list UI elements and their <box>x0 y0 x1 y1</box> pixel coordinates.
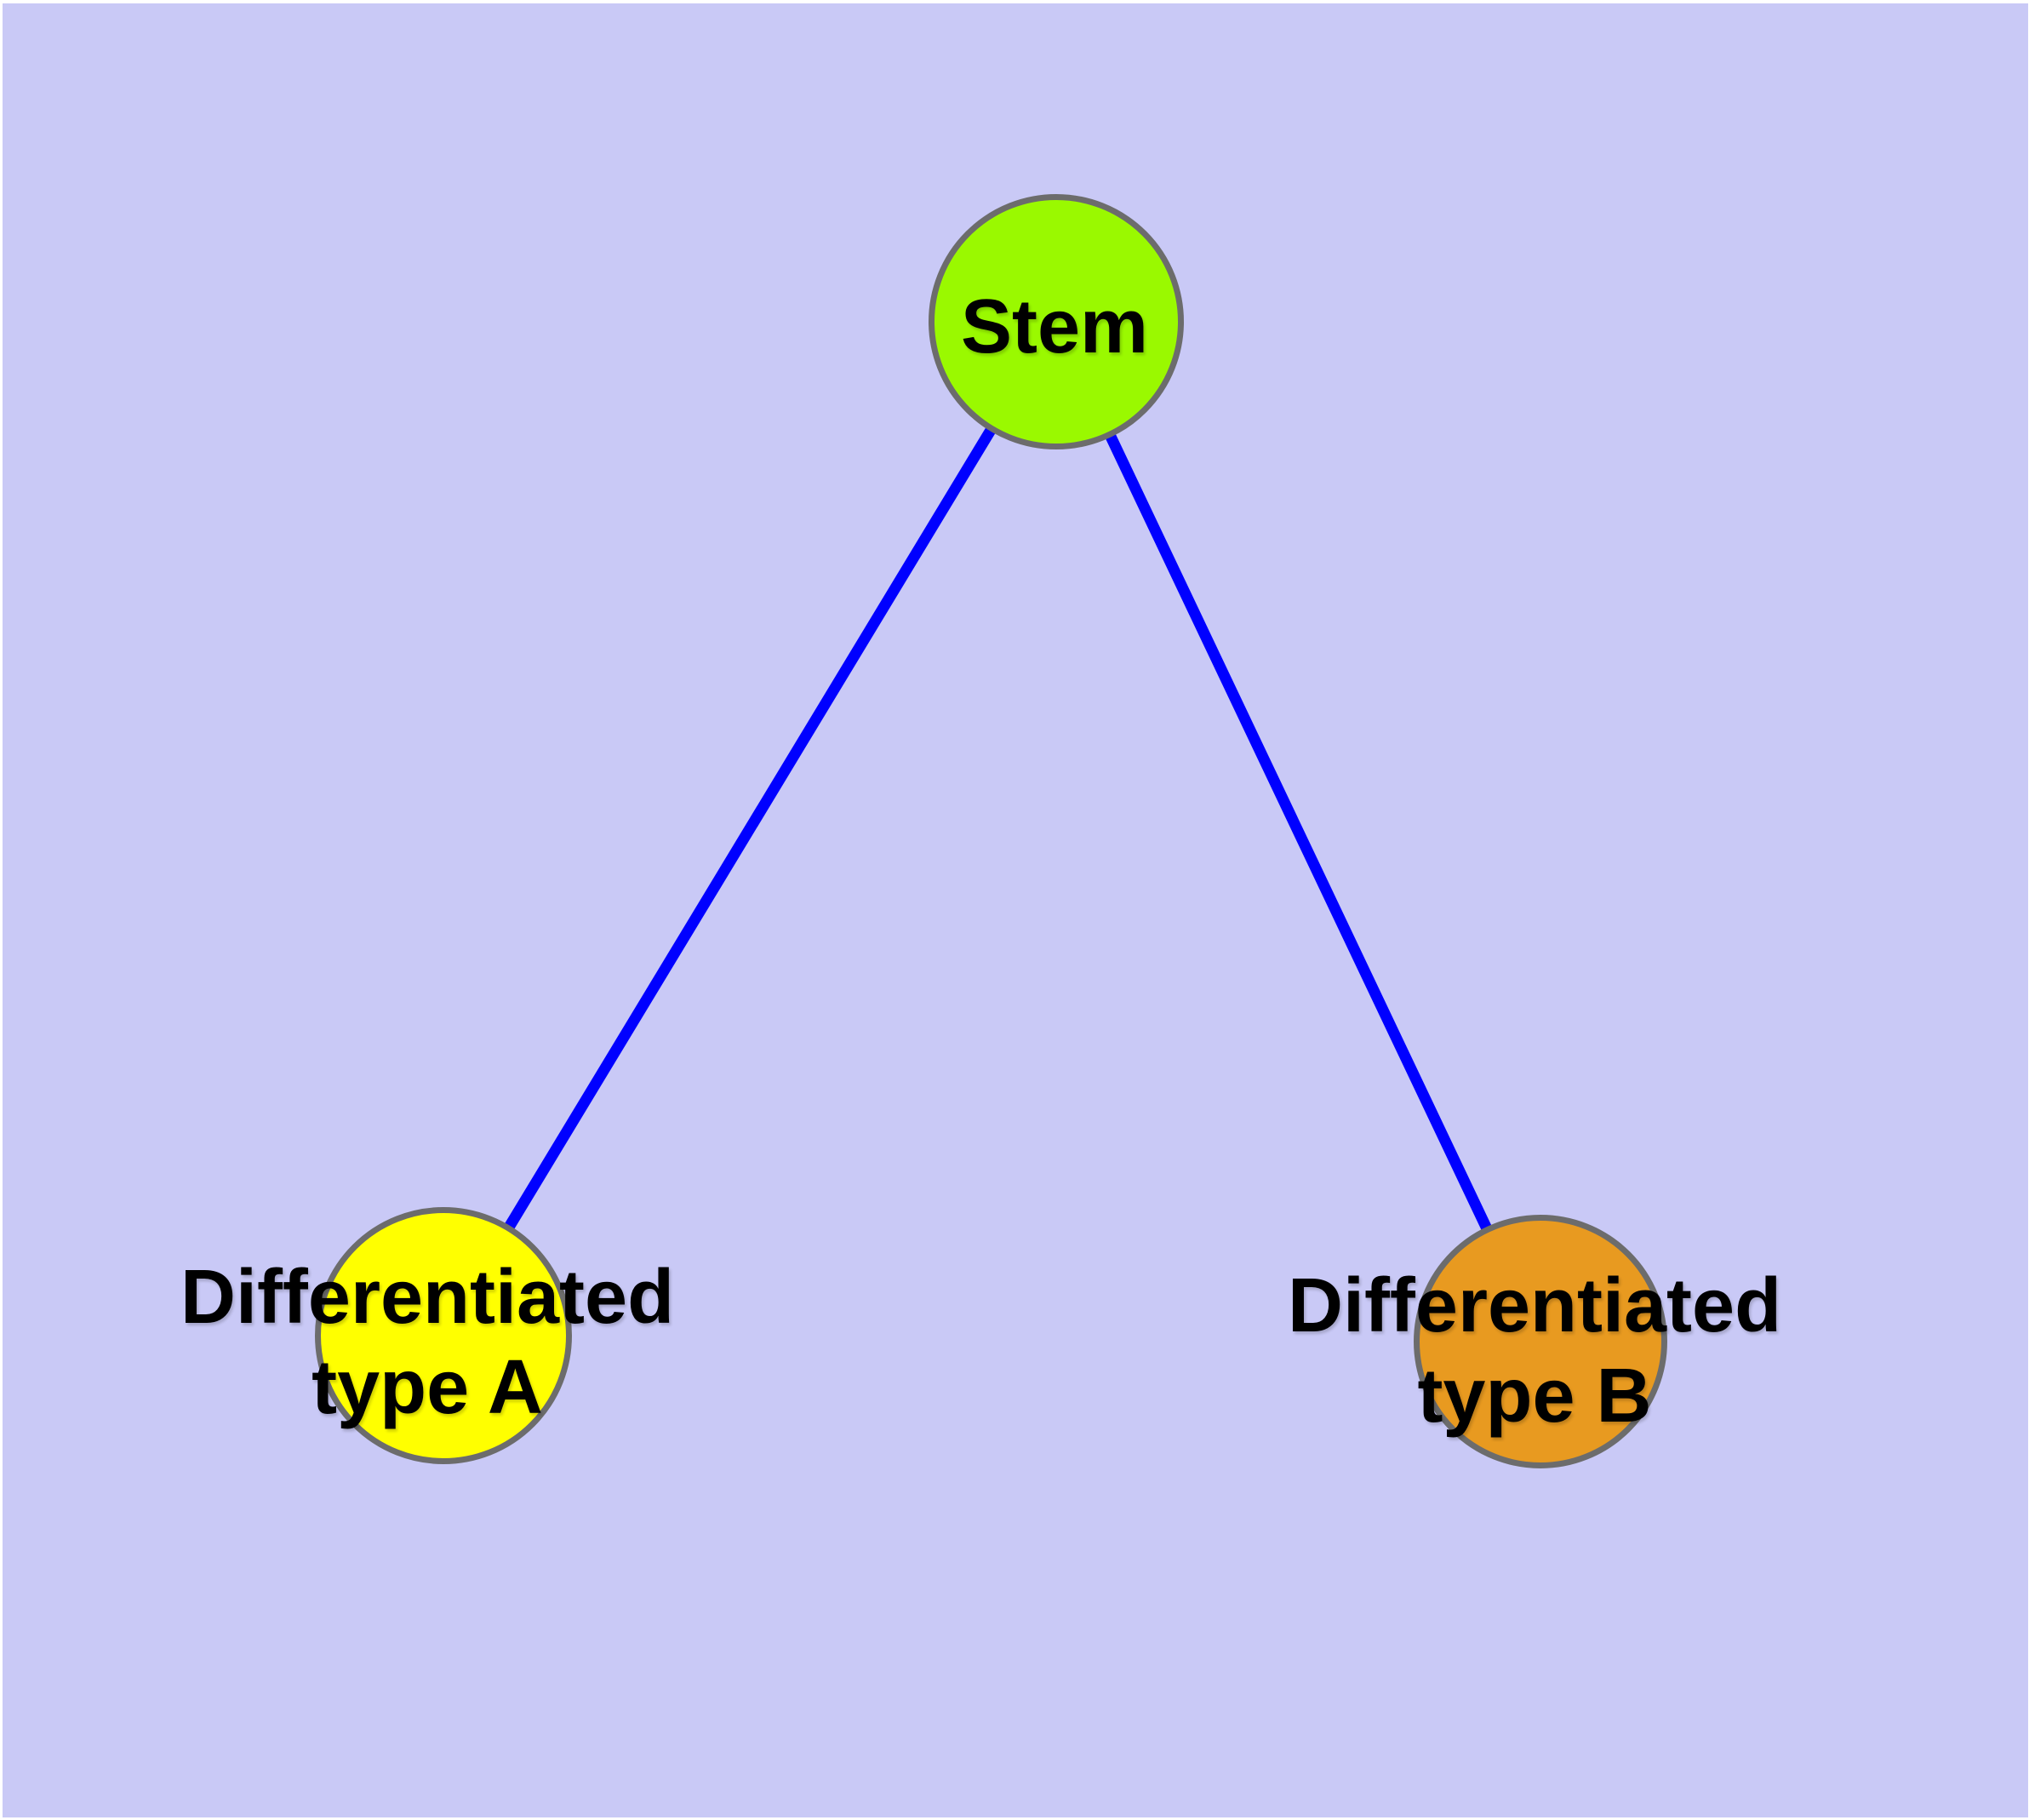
edge-stem-to-differentiated-type-a <box>438 318 1061 1339</box>
node-stem-label: Stem <box>960 284 1149 369</box>
node-stem-circle <box>929 194 1184 449</box>
node-differentiated-type-a-circle <box>315 1207 572 1464</box>
node-differentiated-type-a-label: Differentiated type A <box>180 1255 675 1430</box>
node-differentiated-type-b-label: Differentiated type B <box>1287 1263 1782 1439</box>
edge-stem-to-differentiated-type-b <box>1051 319 1546 1344</box>
node-differentiated-type-b-circle <box>1414 1215 1667 1468</box>
edges-layer <box>438 318 1546 1344</box>
